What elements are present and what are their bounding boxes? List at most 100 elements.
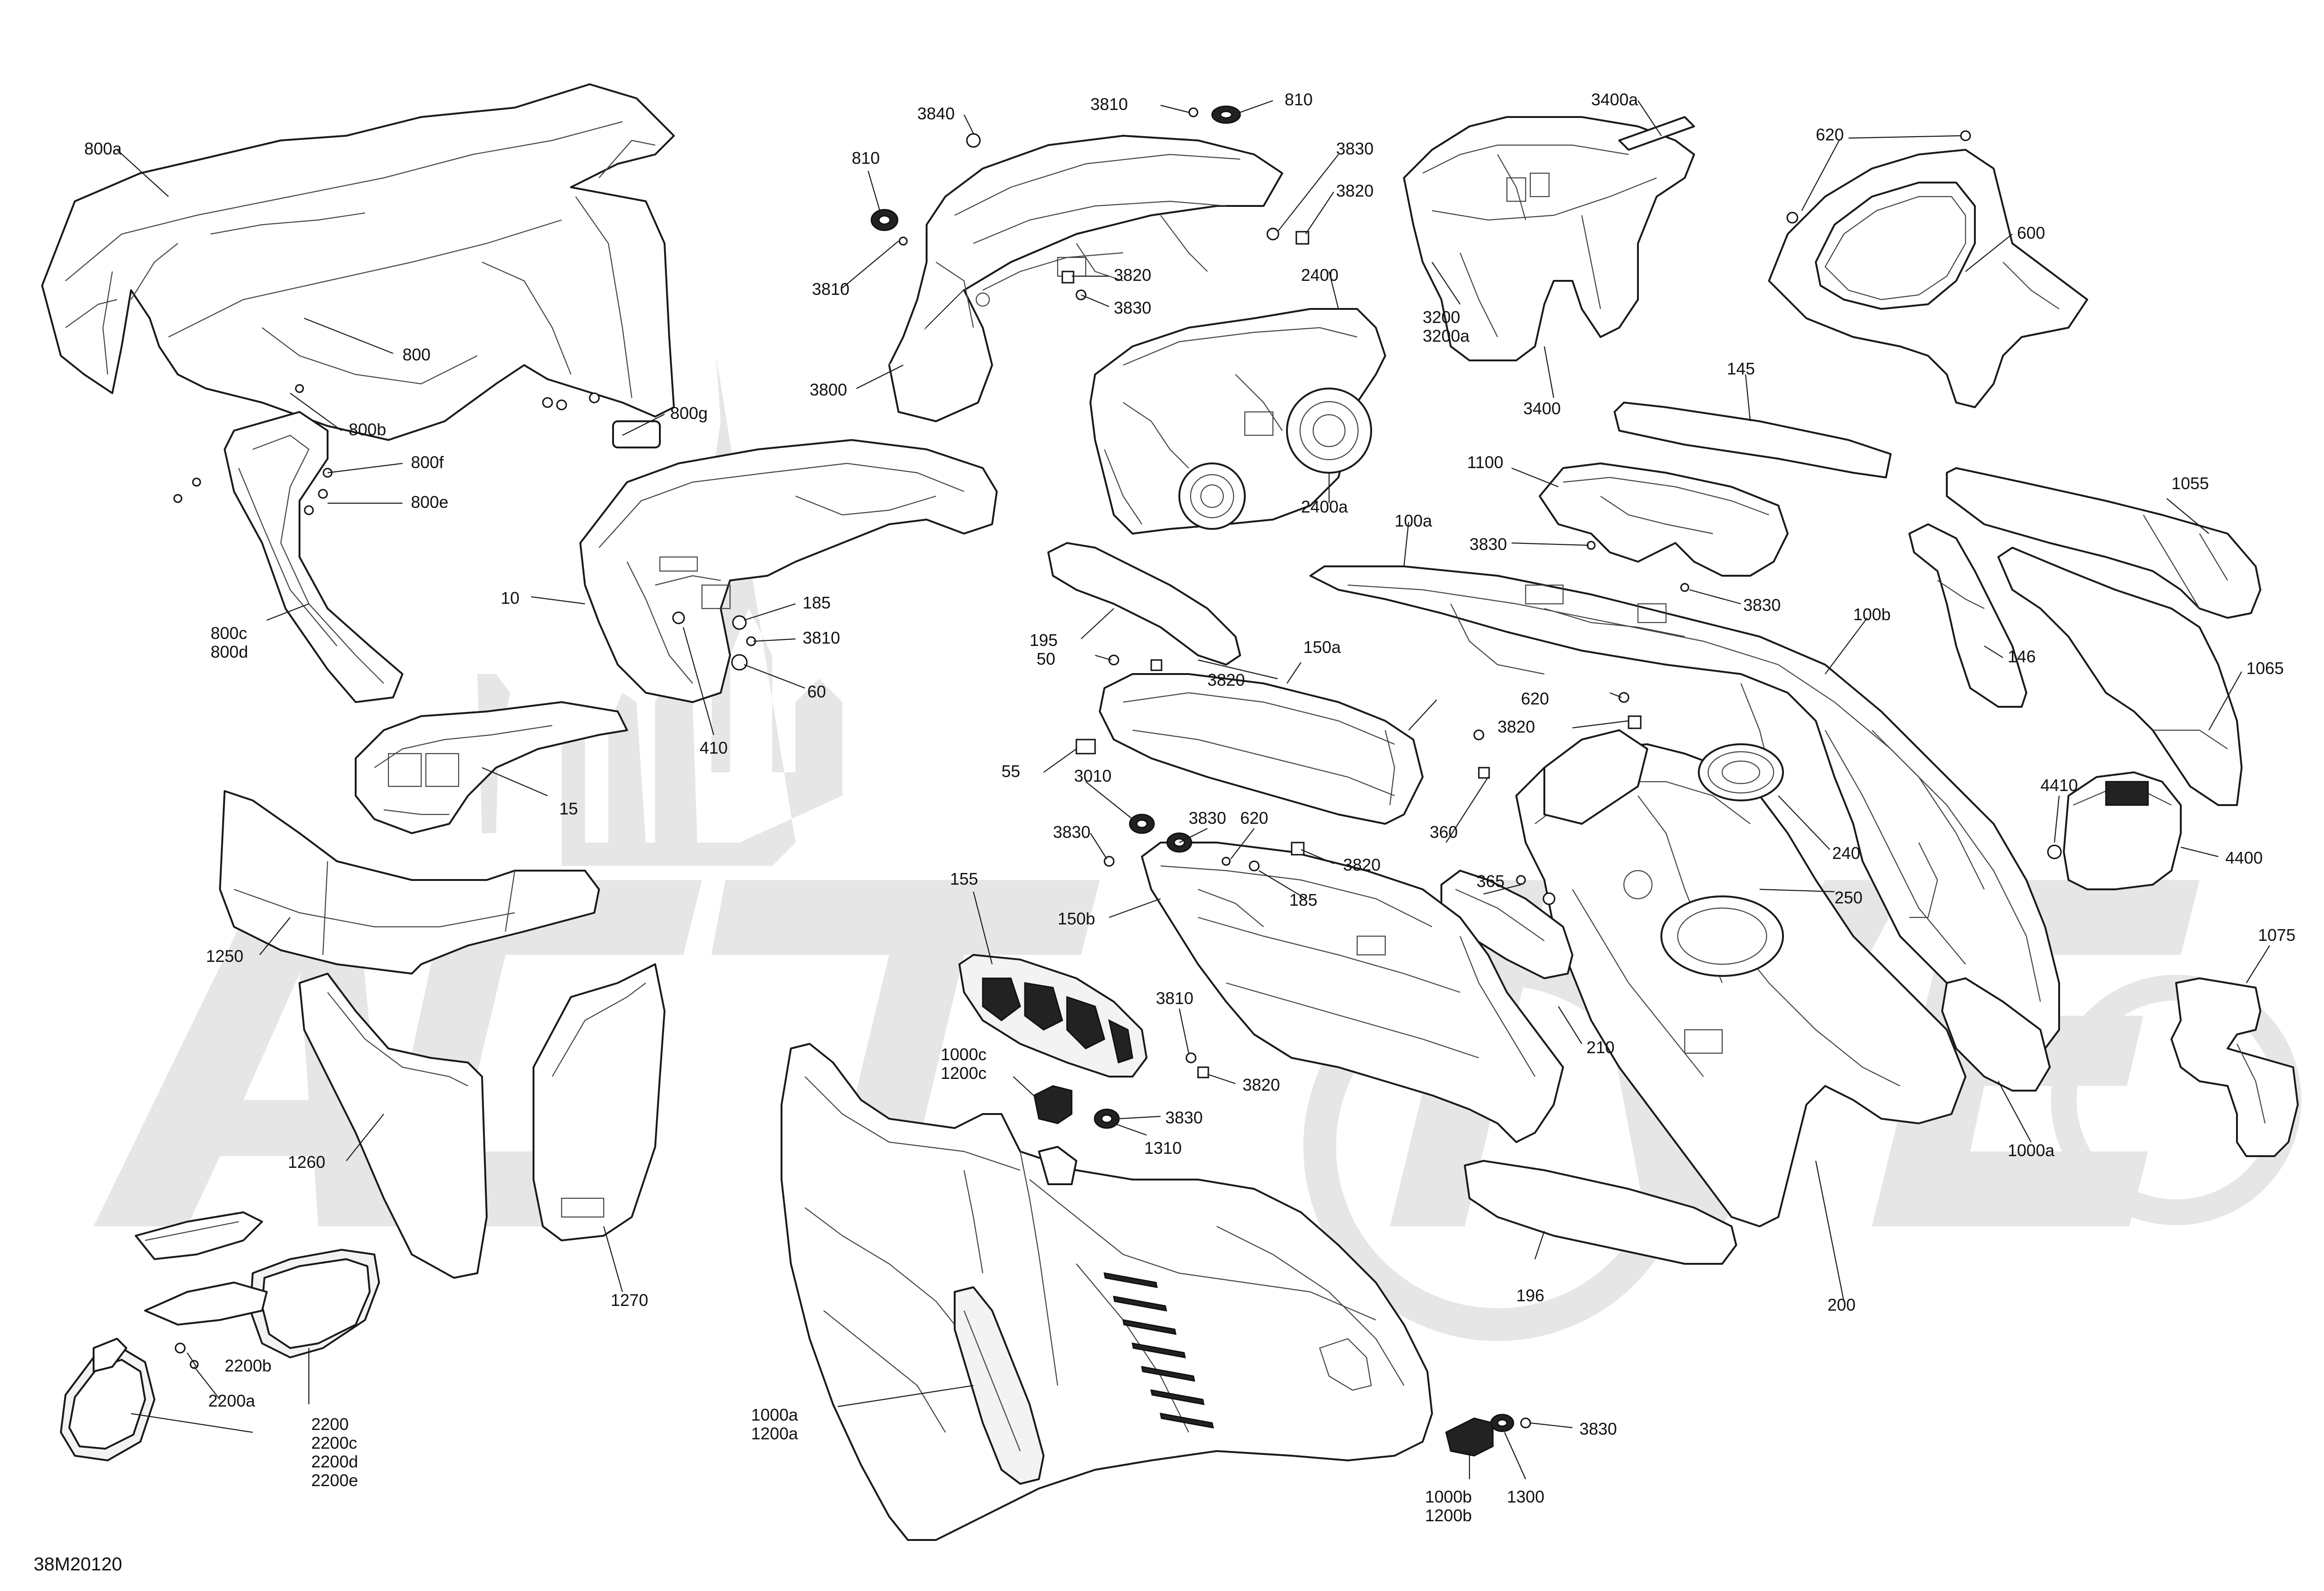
callout-2200d: 2200d — [311, 1452, 358, 1471]
callout-2400a: 2400a — [1301, 497, 1348, 516]
callout-3830-e: 3830 — [1053, 822, 1090, 842]
callout-55: 55 — [1001, 762, 1020, 781]
callout-1065: 1065 — [2246, 659, 2284, 678]
callout-185-b: 185 — [1289, 890, 1317, 909]
callout-3830-c: 3830 — [1469, 535, 1507, 554]
callout-2200e: 2200e — [311, 1471, 358, 1490]
callout-1000a-right: 1000a — [2008, 1141, 2055, 1160]
callout-620-top: 620 — [1816, 125, 1844, 144]
part-600-bezel — [1768, 130, 2088, 408]
callout-1075: 1075 — [2258, 925, 2295, 945]
callout-195: 195 — [1030, 631, 1058, 650]
part-2200-mirrors — [60, 1211, 380, 1461]
callout-60: 60 — [807, 682, 826, 701]
callout-3820-a: 3820 — [1336, 181, 1374, 200]
callout-3400a: 3400a — [1591, 90, 1638, 109]
callout-1100: 1100 — [1467, 453, 1503, 472]
part-145-strip — [1614, 402, 1892, 478]
part-2400-headlight — [1089, 308, 1386, 535]
callout-3820-c: 3820 — [1207, 670, 1245, 689]
hardware-185-3810-60 — [672, 611, 756, 671]
hardware-155 — [1033, 1052, 1209, 1129]
callout-3820-e: 3820 — [1498, 717, 1535, 736]
callout-2200c: 2200c — [311, 1433, 357, 1452]
callout-3830-g: 3830 — [1165, 1108, 1203, 1127]
part-1100-bracket — [1539, 462, 1789, 592]
part-1000a-right — [1941, 977, 2051, 1092]
part-1000a-lower-side — [781, 1043, 1433, 1541]
part-1270-panel — [533, 963, 665, 1241]
callout-3810-left: 3810 — [812, 279, 849, 299]
callout-185-a: 185 — [803, 593, 831, 612]
callout-365: 365 — [1476, 872, 1505, 891]
callout-3820-b: 3820 — [1114, 265, 1151, 285]
part-1075 — [2171, 977, 2299, 1157]
callout-3830-a: 3830 — [1336, 139, 1374, 158]
part-1065-decal — [1997, 547, 2243, 806]
callout-210: 210 — [1586, 1038, 1615, 1057]
hardware-800f-800e — [173, 468, 333, 515]
callout-1055: 1055 — [2171, 474, 2209, 493]
callout-800d: 800d — [211, 642, 248, 661]
callout-3820-d: 3820 — [1343, 855, 1381, 874]
callout-3200a: 3200a — [1423, 326, 1470, 345]
callout-810-top: 810 — [1285, 90, 1313, 109]
callout-360: 360 — [1430, 822, 1458, 842]
callout-1200a: 1200a — [751, 1424, 798, 1443]
part-15-lower-duct — [355, 701, 628, 834]
callout-800: 800 — [402, 345, 431, 364]
callout-3830-b: 3830 — [1114, 298, 1151, 317]
part-800c-side-bracket — [224, 411, 403, 703]
vent-slats — [1104, 1272, 1214, 1429]
callout-150b: 150b — [1058, 909, 1095, 928]
callout-3840: 3840 — [917, 104, 955, 123]
part-10-front-inner — [579, 439, 998, 703]
callout-410: 410 — [700, 738, 728, 757]
callout-2200: 2200 — [311, 1415, 349, 1434]
callout-15: 15 — [559, 799, 578, 818]
callout-800c: 800c — [211, 623, 247, 643]
part-3800-support — [888, 135, 1283, 422]
callout-196: 196 — [1516, 1286, 1544, 1305]
part-1250-decal — [219, 790, 600, 975]
callout-1000b: 1000b — [1425, 1487, 1472, 1506]
part-150a-side-cover — [1099, 673, 1424, 825]
callout-600: 600 — [2017, 223, 2045, 242]
callout-10: 10 — [501, 588, 519, 608]
callout-620-right: 620 — [1521, 689, 1549, 708]
part-1260-panel — [299, 973, 488, 1279]
callout-1200c: 1200c — [941, 1063, 987, 1083]
part-155-vent — [958, 954, 1147, 1078]
callout-1200b: 1200b — [1425, 1506, 1472, 1525]
part-800-front-fairing — [41, 83, 675, 441]
callout-1310: 1310 — [1144, 1138, 1182, 1158]
callout-3830-f: 3830 — [1189, 808, 1226, 828]
callout-3810-low: 3810 — [1156, 989, 1193, 1008]
callout-3810-top: 3810 — [1090, 95, 1128, 114]
part-3200-storage-bin — [1403, 116, 1695, 361]
callout-800b: 800b — [349, 420, 386, 439]
callout-1000c: 1000c — [941, 1045, 987, 1064]
callout-240: 240 — [1832, 843, 1860, 863]
part-800g-lens — [612, 420, 661, 448]
callout-800a: 800a — [84, 139, 122, 158]
callout-4400: 4400 — [2225, 848, 2263, 867]
callout-4410: 4410 — [2040, 776, 2078, 795]
part-1055-decal — [1946, 467, 2261, 619]
callout-2200b: 2200b — [225, 1356, 271, 1375]
callout-250: 250 — [1834, 888, 1863, 907]
callout-3830-h: 3830 — [1579, 1419, 1617, 1438]
callout-145: 145 — [1727, 359, 1755, 378]
drawing-number: 38M20120 — [34, 1554, 122, 1575]
part-240-fuel-cap — [1698, 743, 1784, 801]
part-146-decal — [1908, 523, 2027, 708]
callout-620-mid: 620 — [1240, 808, 1268, 828]
callout-100a: 100a — [1395, 511, 1432, 530]
callout-155: 155 — [950, 869, 978, 888]
callout-2400: 2400 — [1301, 265, 1338, 285]
callout-labels: 800a 800 800b 800f 800e 800g 800c 800d 1… — [34, 90, 2295, 1575]
callout-3400: 3400 — [1523, 399, 1561, 418]
callout-100b: 100b — [1853, 605, 1891, 624]
